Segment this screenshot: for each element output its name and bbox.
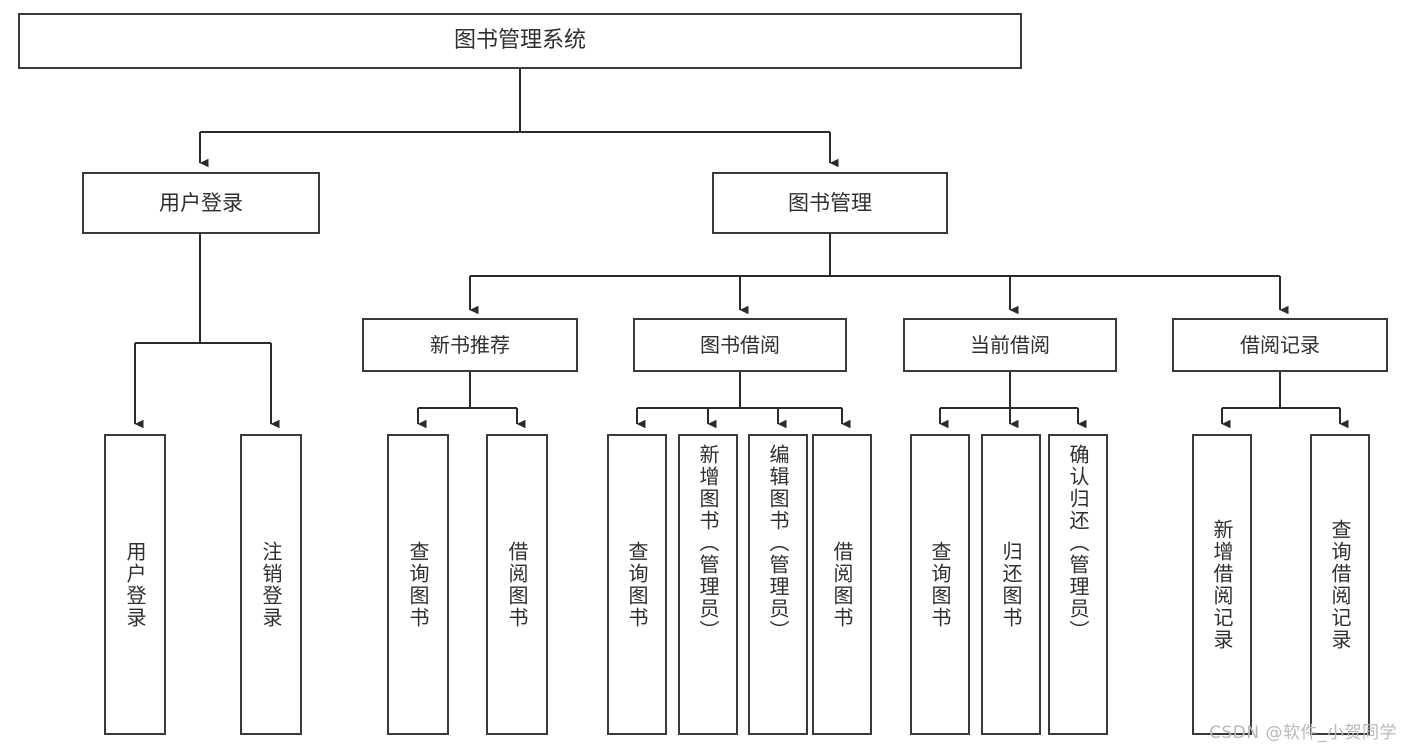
node-book-management[interactable]: 图书管理 (712, 172, 948, 234)
leaf-borrow-query-book-label: 查询图书 (625, 540, 649, 629)
leaf-borrow-query-book[interactable]: 查询图书 (607, 434, 667, 735)
leaf-borrow-edit-book[interactable]: 编辑图书（管理员） (748, 434, 808, 735)
leaf-record-add-label: 新增借阅记录 (1210, 518, 1234, 651)
leaf-current-query-book-label: 查询图书 (928, 540, 952, 629)
leaf-borrow-borrow-book[interactable]: 借阅图书 (812, 434, 872, 735)
csdn-watermark: CSDN @软件_小贺同学 (1209, 723, 1397, 743)
leaf-logout[interactable]: 注销登录 (240, 434, 302, 735)
node-root-label: 图书管理系统 (453, 28, 586, 54)
leaf-borrow-edit-book-label: 编辑图书（管理员） (766, 444, 790, 642)
leaf-borrow-add-book-label: 新增图书（管理员） (696, 444, 720, 642)
leaf-logout-label: 注销登录 (259, 540, 283, 629)
node-book-borrow-label: 图书借阅 (700, 332, 780, 357)
node-current-borrow-label: 当前借阅 (970, 332, 1050, 357)
leaf-newbook-borrow-book[interactable]: 借阅图书 (486, 434, 548, 735)
leaf-borrow-borrow-book-label: 借阅图书 (830, 540, 854, 629)
leaf-record-add[interactable]: 新增借阅记录 (1192, 434, 1252, 735)
leaf-current-confirm-return[interactable]: 确认归还（管理员） (1048, 434, 1108, 735)
node-current-borrow[interactable]: 当前借阅 (903, 318, 1117, 372)
node-root[interactable]: 图书管理系统 (18, 13, 1022, 69)
node-borrow-record[interactable]: 借阅记录 (1172, 318, 1388, 372)
leaf-current-return-book[interactable]: 归还图书 (981, 434, 1041, 735)
leaf-current-return-book-label: 归还图书 (999, 540, 1023, 629)
node-new-book-recommend-label: 新书推荐 (430, 332, 510, 357)
node-new-book-recommend[interactable]: 新书推荐 (362, 318, 578, 372)
leaf-current-query-book[interactable]: 查询图书 (910, 434, 970, 735)
leaf-current-confirm-return-label: 确认归还（管理员） (1066, 444, 1090, 642)
leaf-user-login-label: 用户登录 (123, 540, 147, 629)
leaf-record-query-label: 查询借阅记录 (1328, 518, 1352, 651)
leaf-record-query[interactable]: 查询借阅记录 (1310, 434, 1370, 735)
leaf-newbook-query-book[interactable]: 查询图书 (387, 434, 449, 735)
leaf-newbook-query-book-label: 查询图书 (406, 540, 430, 629)
leaf-borrow-add-book[interactable]: 新增图书（管理员） (678, 434, 738, 735)
node-book-borrow[interactable]: 图书借阅 (633, 318, 847, 372)
node-user-login-label: 用户登录 (159, 190, 243, 215)
node-book-management-label: 图书管理 (788, 190, 872, 215)
leaf-newbook-borrow-book-label: 借阅图书 (505, 540, 529, 629)
node-user-login[interactable]: 用户登录 (82, 172, 320, 234)
node-borrow-record-label: 借阅记录 (1240, 332, 1320, 357)
leaf-user-login[interactable]: 用户登录 (104, 434, 166, 735)
